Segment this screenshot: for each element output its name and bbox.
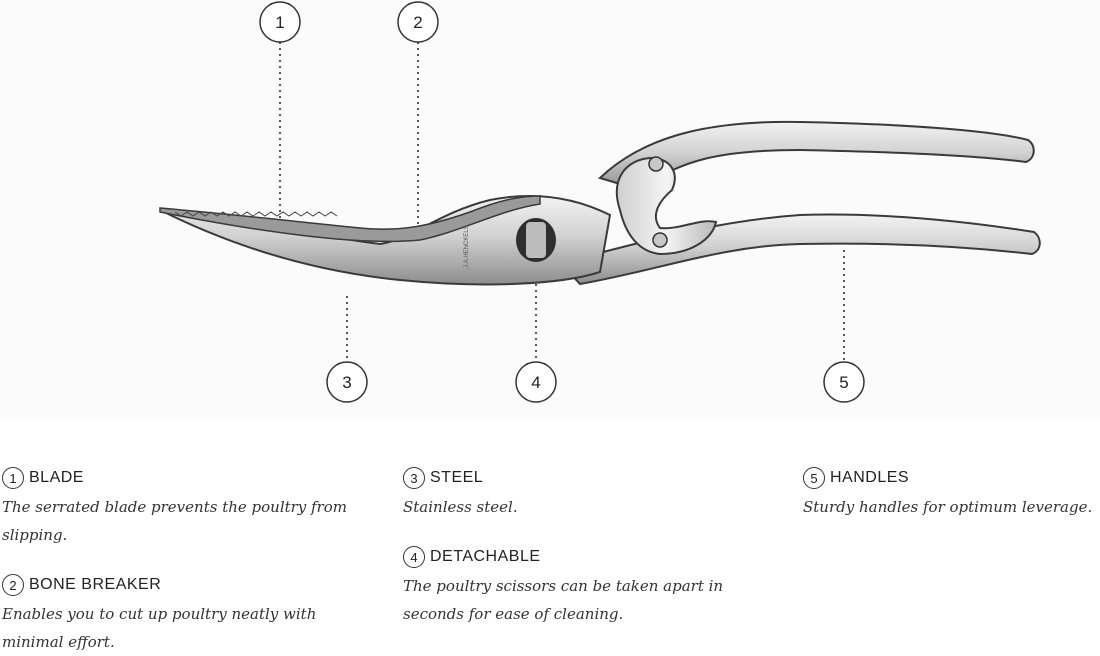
- legend-title: HANDLES: [830, 469, 910, 486]
- number-badge: 2: [2, 574, 24, 596]
- pivot-hook: [615, 156, 718, 256]
- lower-handle: [558, 213, 1041, 286]
- number-badge: 3: [403, 467, 425, 489]
- brand-logo-stamp: J.A.HENCKELS: [464, 225, 470, 268]
- callout-2: 2: [397, 1, 439, 43]
- lock-screw: [652, 232, 668, 248]
- callout-2-label: 2: [413, 13, 422, 32]
- legend-heading: 3 STEEL: [403, 466, 783, 490]
- detach-slot-bar: [526, 222, 546, 258]
- legend-description: Enables you to cut up poultry neatly wit…: [2, 605, 317, 651]
- callout-4-label: 4: [531, 373, 540, 392]
- upper-handle: [598, 120, 1035, 192]
- legend-item-handles: 5 HANDLES Sturdy handles for optimum lev…: [803, 466, 1100, 521]
- serrated-blade: [159, 195, 541, 243]
- callout-markers: 1 2 3 4 5: [259, 1, 865, 403]
- legend-heading: 5 HANDLES: [803, 466, 1100, 490]
- legend-description: The poultry scissors can be taken apart …: [403, 577, 724, 623]
- callout-5: 5: [823, 361, 865, 403]
- poultry-shears-illustration: J.A.HENCKELS: [159, 120, 1041, 286]
- legend-item-bone-breaker: 2 BONE BREAKER Enables you to cut up pou…: [2, 573, 372, 656]
- legend-title: STEEL: [430, 469, 484, 486]
- legend-heading: 2 BONE BREAKER: [2, 573, 372, 597]
- callout-3: 3: [326, 361, 368, 403]
- callout-4: 4: [515, 361, 557, 403]
- number-badge: 1: [2, 467, 24, 489]
- legend-item-steel: 3 STEEL Stainless steel.: [403, 466, 783, 521]
- legend-heading: 4 DETACHABLE: [403, 545, 773, 569]
- legend-title: DETACHABLE: [430, 548, 541, 565]
- serration-teeth: [174, 211, 338, 217]
- number-badge: 4: [403, 546, 425, 568]
- number-badge: 5: [803, 467, 825, 489]
- legend-description: Stainless steel.: [403, 498, 518, 516]
- legend-item-detachable: 4 DETACHABLE The poultry scissors can be…: [403, 545, 773, 628]
- legend-title: BONE BREAKER: [29, 576, 162, 593]
- legend-description: Sturdy handles for optimum leverage.: [803, 498, 1093, 516]
- legend-title: BLADE: [29, 469, 84, 486]
- poultry-shears-diagram: J.A.HENCKELS 1 2 3 4 5: [159, 1, 1041, 403]
- callout-5-label: 5: [839, 373, 848, 392]
- legend-heading: 1 BLADE: [2, 466, 372, 490]
- legend-description: The serrated blade prevents the poultry …: [2, 498, 348, 544]
- legend-item-blade: 1 BLADE The serrated blade prevents the …: [2, 466, 372, 549]
- pivot-screw: [648, 156, 664, 172]
- callout-1: 1: [259, 1, 301, 43]
- callout-1-label: 1: [275, 13, 284, 32]
- callout-3-label: 3: [342, 373, 351, 392]
